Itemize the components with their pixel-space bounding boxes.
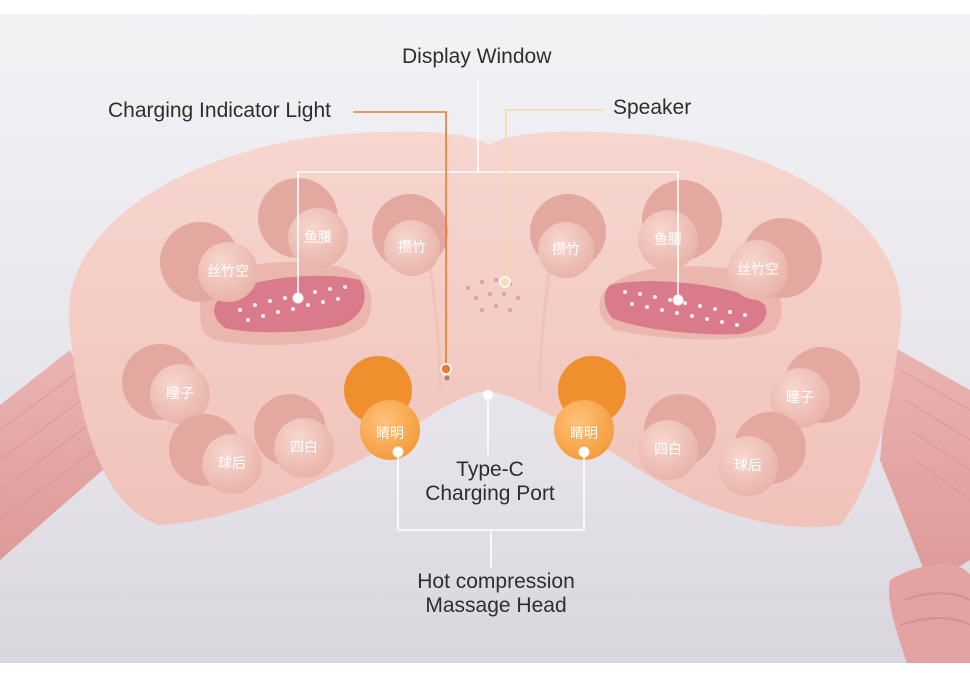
nub-label: 四白 [290, 440, 318, 456]
callout-dot [672, 294, 684, 306]
right-display-window [604, 281, 767, 335]
callout-dot [392, 446, 404, 458]
nub-label: 球后 [218, 456, 246, 472]
nub-label: 鱼腰 [304, 229, 332, 246]
nub-right-qiuhou: 球后 [718, 412, 806, 496]
label-hot-compression-line1: Hot compression [417, 570, 575, 593]
callout-dot [482, 389, 494, 401]
nub-label: 球后 [734, 458, 762, 474]
nub-label: 攒竹 [398, 240, 426, 256]
nub-right-sibai: 四白 [638, 394, 716, 480]
nub-right-zanzhu: 攒竹 [530, 194, 606, 278]
nub-label: 瞳子 [786, 389, 814, 406]
label-type-c-line2: Charging Port [425, 482, 555, 505]
nub-left-tongzi: 瞳子 [122, 344, 210, 424]
callout-speaker [505, 109, 603, 280]
label-type-c-charging-port: Type-C Charging Port [410, 458, 570, 506]
nub-left-sizhukong: 丝竹空 [160, 222, 258, 302]
heated-head-left-jingming: 睛明 [344, 356, 420, 460]
callout-dot [578, 446, 590, 458]
heated-head-right-jingming: 睛明 [554, 356, 626, 460]
nub-label: 睛明 [570, 426, 598, 442]
indicator-hole [444, 375, 450, 381]
nub-right-tongzi: 瞳子 [770, 347, 860, 428]
top-border [0, 0, 970, 14]
callout-dot [440, 363, 452, 375]
bottom-border [0, 663, 970, 673]
callout-display-window [297, 80, 679, 298]
nub-label: 瞳子 [166, 385, 194, 402]
label-speaker: Speaker [613, 96, 692, 119]
label-type-c-line1: Type-C [456, 458, 524, 481]
right-strap [880, 345, 970, 673]
nub-label: 睛明 [376, 426, 404, 442]
nub-right-yuyao: 鱼腰 [638, 180, 722, 270]
label-charging-indicator-light: Charging Indicator Light [108, 99, 331, 122]
nub-left-qiuhou: 球后 [169, 414, 262, 494]
nub-label: 丝竹空 [737, 262, 779, 278]
nub-label: 丝竹空 [207, 264, 249, 280]
callout-hot-compression [397, 452, 585, 568]
nub-left-zanzhu: 攒竹 [372, 194, 448, 276]
callout-dot [499, 276, 511, 288]
label-display-window: Display Window [402, 45, 552, 68]
label-hot-compression-massage-head: Hot compression Massage Head [396, 570, 596, 618]
nub-label: 攒竹 [552, 242, 580, 258]
nub-label: 鱼腰 [654, 231, 682, 248]
nub-label: 四白 [654, 442, 682, 458]
callout-dot [292, 292, 304, 304]
callout-charging-indicator [353, 111, 447, 368]
nub-right-sizhukong: 丝竹空 [728, 218, 822, 300]
label-hot-compression-line2: Massage Head [425, 594, 567, 617]
nub-left-sibai: 四白 [254, 394, 334, 478]
